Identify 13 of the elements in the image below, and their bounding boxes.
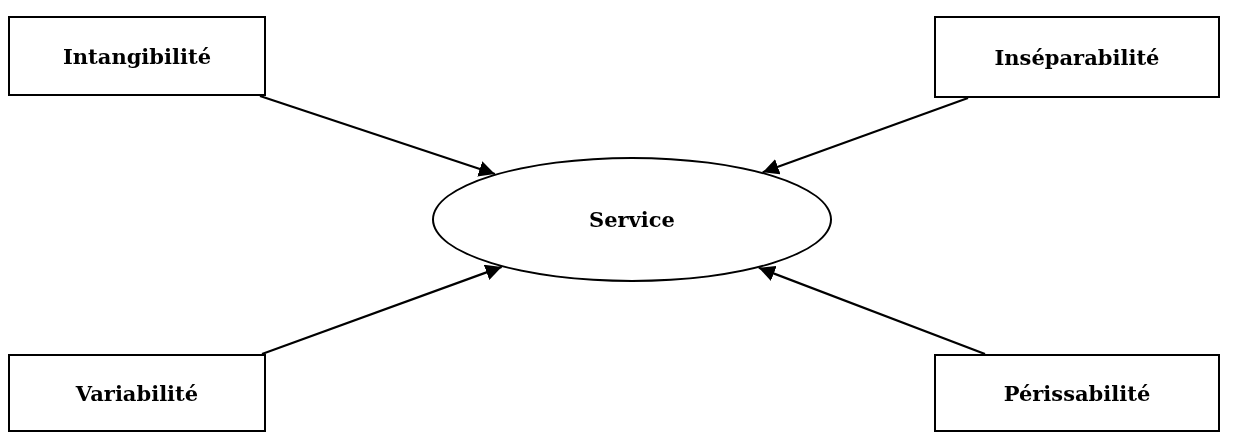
arrow — [259, 94, 496, 177]
arrow — [261, 264, 502, 356]
arrow — [758, 266, 986, 356]
node-label: Intangibilité — [63, 43, 211, 69]
node-label: Périssabilité — [1003, 380, 1151, 406]
concept-box — [8, 16, 266, 96]
node-label: Service — [589, 207, 675, 232]
concept-box — [8, 354, 266, 432]
node-label: Inséparabilité — [994, 44, 1160, 70]
node-label: Variabilité — [75, 380, 199, 406]
concept-box — [934, 16, 1220, 98]
concept-box — [934, 354, 1220, 432]
arrow — [762, 96, 969, 175]
